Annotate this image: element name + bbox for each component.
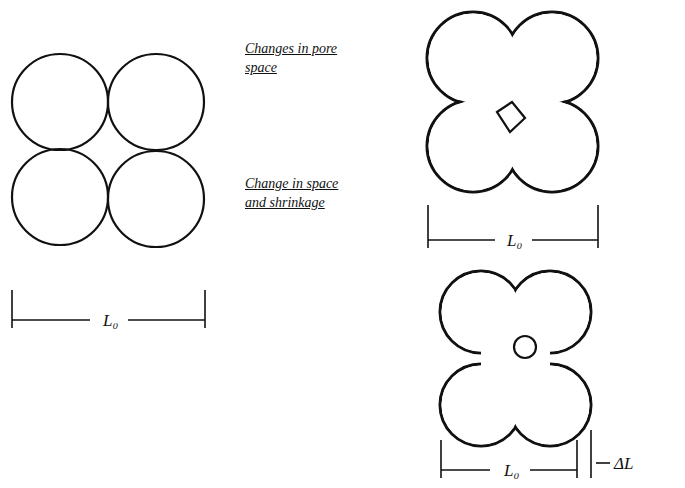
- dimension-top-right: [428, 205, 598, 248]
- dimension-label: L₀: [505, 232, 524, 249]
- dimension-label: ΔL: [614, 455, 633, 472]
- necked-particles: [427, 12, 598, 192]
- dense-particles: [440, 271, 591, 446]
- dimension-label: L₀: [502, 462, 521, 479]
- dimension-left: [12, 290, 205, 328]
- dimension-label: L₀: [101, 312, 120, 329]
- dimension-bottom-right: [441, 430, 610, 478]
- section-heading: Change in space and shrinkage: [245, 175, 345, 213]
- section-heading: Changes in pore space: [245, 40, 345, 78]
- loose-particles: [12, 54, 204, 247]
